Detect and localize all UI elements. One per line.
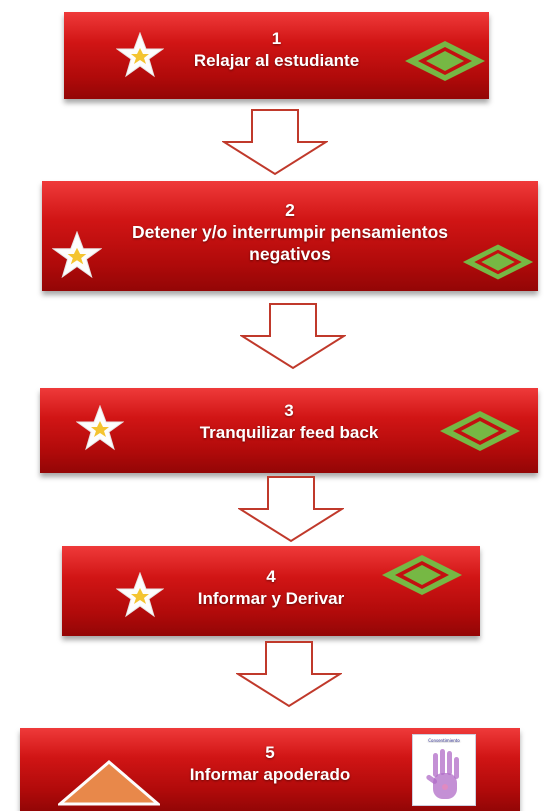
step-2-number: 2	[285, 200, 295, 220]
step-4-number: 4	[266, 567, 276, 586]
triangle-icon	[58, 760, 160, 806]
down-arrow-icon	[238, 476, 344, 543]
thumbnail-title: Consentimiento	[428, 738, 460, 743]
step-1-number: 1	[271, 29, 282, 48]
diamond-icon	[462, 244, 534, 280]
step-5-box: 5 Informar apoderado Consentimiento	[20, 728, 520, 811]
step-3-box: 3 Tranquilizar feed back	[40, 388, 538, 473]
down-arrow-icon	[240, 303, 346, 370]
step-5-label: Informar apoderado	[189, 765, 351, 784]
step-3-label: Tranquilizar feed back	[199, 423, 379, 442]
star-icon	[116, 32, 164, 78]
step-3-number: 3	[284, 401, 294, 420]
down-arrow-icon	[236, 641, 342, 708]
step-4-box: 4 Informar y Derivar	[62, 546, 480, 636]
step-2-box: 2 Detener y/o interrumpir pensamientos n…	[42, 181, 538, 291]
down-arrow-icon	[222, 109, 328, 176]
diamond-icon	[440, 411, 520, 451]
diamond-icon	[382, 555, 462, 595]
step-1-label: Relajar al estudiante	[193, 51, 360, 70]
step-2-label-line1: Detener y/o interrumpir pensamientos	[131, 222, 449, 242]
step-2-label-line2: negativos	[249, 244, 331, 264]
step-4-label: Informar y Derivar	[197, 589, 345, 608]
star-icon	[116, 572, 164, 618]
consent-thumbnail: Consentimiento	[412, 734, 476, 806]
star-icon	[76, 405, 124, 451]
handprint-icon	[426, 749, 459, 799]
diamond-icon	[405, 41, 485, 81]
step-1-box: 1 Relajar al estudiante	[64, 12, 489, 99]
step-5-number: 5	[265, 743, 275, 762]
star-icon	[52, 231, 102, 279]
